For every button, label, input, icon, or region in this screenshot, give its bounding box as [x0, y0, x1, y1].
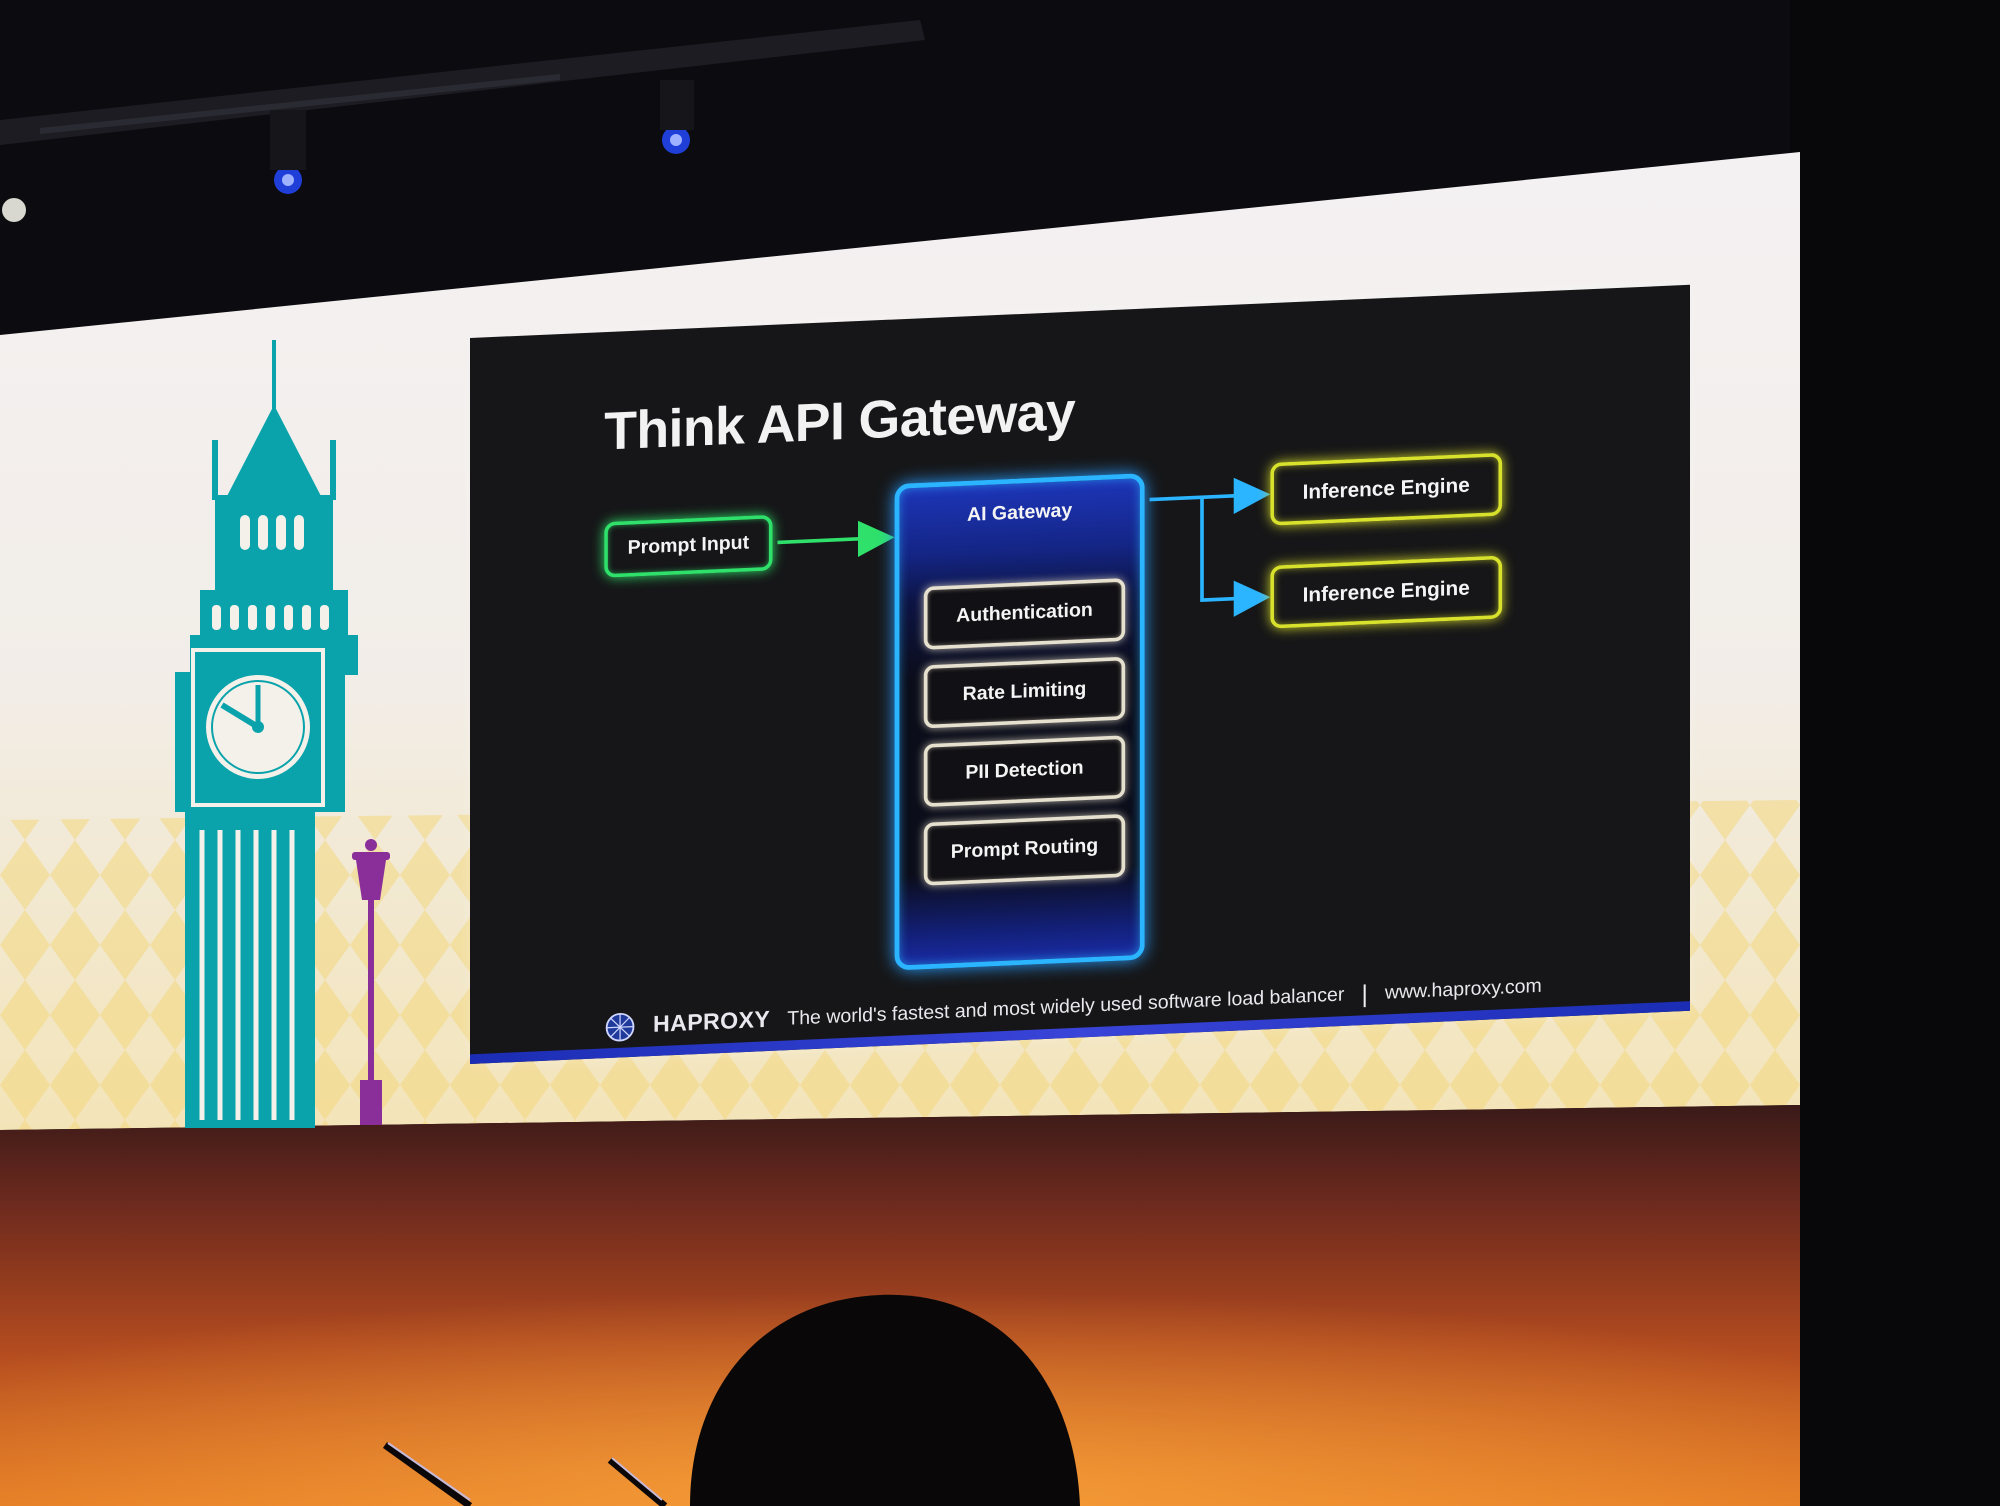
presentation-slide: Think API Gateway Prompt Input AI Gatewa…	[470, 284, 1690, 1064]
diagram-connectors	[777, 477, 1271, 617]
arrow-gateway-to-engine-2	[1200, 497, 1271, 617]
arrow-gateway-to-engine-1	[1149, 477, 1271, 515]
lamp-post-illustration	[352, 839, 390, 1125]
slide-footer: HAPROXY The world's fastest and most wid…	[604, 969, 1542, 1046]
stage-railing	[382, 1442, 668, 1506]
arrow-prompt-to-gateway	[777, 520, 895, 558]
audience-head-silhouette	[690, 1294, 1080, 1506]
haproxy-globe-icon	[605, 1012, 635, 1042]
